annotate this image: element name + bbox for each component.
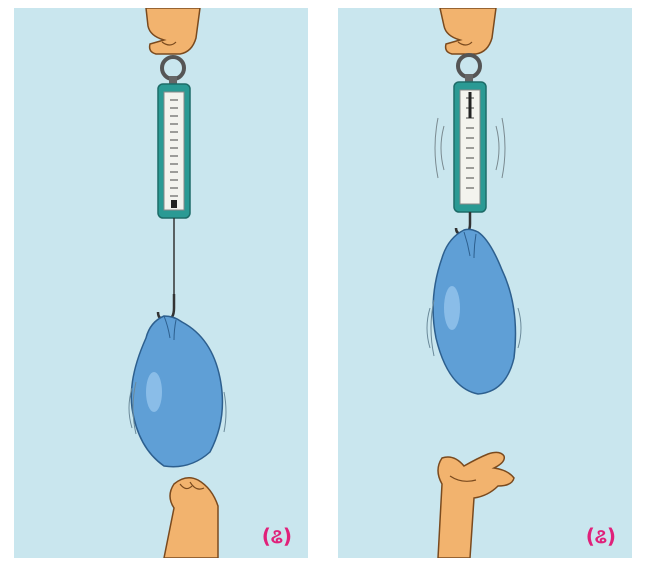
hand-icon bbox=[164, 478, 218, 558]
panel-label: (ଌ) bbox=[586, 524, 616, 548]
motion-lines bbox=[435, 118, 444, 178]
water-balloon-icon bbox=[129, 316, 226, 467]
scale-ring bbox=[162, 57, 184, 79]
motion-lines bbox=[496, 118, 505, 178]
scale-ring bbox=[458, 55, 480, 77]
hand-icon bbox=[440, 8, 496, 54]
panel-right-illustration: (ଌ) bbox=[338, 8, 632, 558]
hand-icon bbox=[438, 452, 514, 558]
water-balloon-icon bbox=[427, 229, 521, 394]
spring-balance-icon bbox=[158, 84, 190, 218]
right-illustration-svg bbox=[338, 8, 632, 558]
panel-label: (ଌ) bbox=[262, 524, 292, 548]
left-illustration-svg bbox=[14, 8, 308, 558]
panel-left-illustration: (ଌ) bbox=[14, 8, 308, 558]
hand-icon bbox=[146, 8, 200, 54]
spring-balance-icon bbox=[454, 82, 486, 212]
